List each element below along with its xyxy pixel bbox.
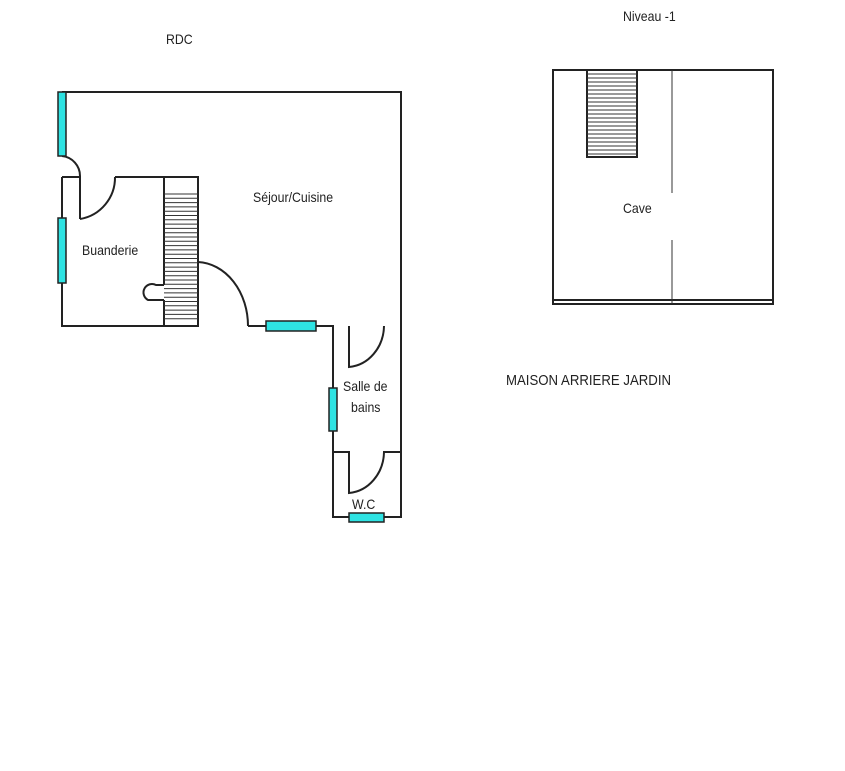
niveau-1-title: Niveau -1 (623, 8, 676, 24)
stairs-cave (587, 73, 637, 155)
room-wc: W.C (352, 496, 376, 512)
caption: MAISON ARRIERE JARDIN (506, 372, 672, 389)
rdc-plan (57, 91, 402, 523)
window (328, 387, 338, 432)
sejour-door-arc (197, 261, 249, 327)
room-salle-de-bains-line2: bains (351, 399, 381, 415)
room-sejour-cuisine: Séjour/Cuisine (253, 189, 334, 205)
stairs-rdc (164, 193, 198, 320)
window (57, 91, 67, 157)
window (348, 512, 385, 523)
room-cave: Cave (623, 200, 652, 216)
room-buanderie: Buanderie (82, 242, 139, 258)
entry-door-arc (61, 155, 82, 177)
niveau-1-plan (552, 69, 774, 305)
room-salle-de-bains-line1: Salle de (343, 378, 388, 394)
rdc-title: RDC (166, 31, 193, 47)
buanderie-door-arc (79, 176, 117, 220)
window (57, 217, 67, 284)
window (265, 320, 317, 332)
